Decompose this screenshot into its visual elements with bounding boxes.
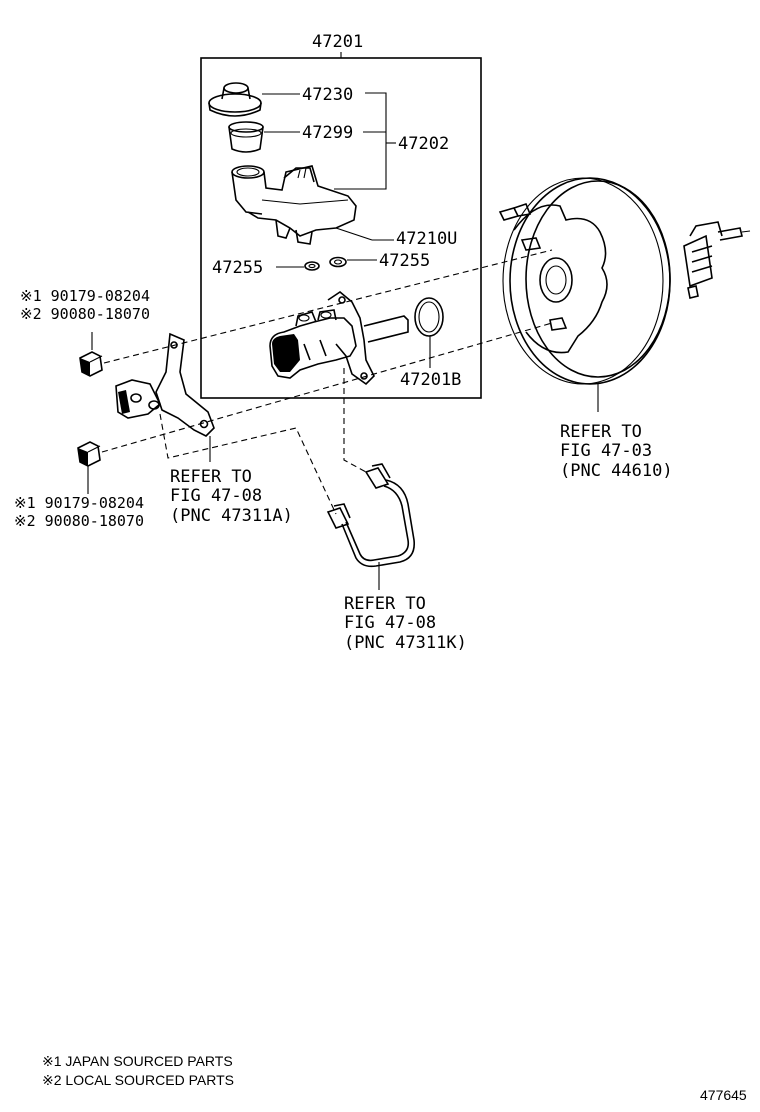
label-grommet[interactable]: 47210U xyxy=(396,229,457,249)
label-reservoir-cap[interactable]: 47230 xyxy=(302,85,353,105)
grommet-leader xyxy=(335,227,373,241)
label-nut-right[interactable]: 47255 xyxy=(379,251,430,271)
tube-alignment xyxy=(343,368,367,473)
nut-icon[interactable] xyxy=(329,256,347,268)
note-japan-sourced: ※1 JAPAN SOURCED PARTS xyxy=(42,1053,233,1069)
figure-number: 477645 xyxy=(700,1087,747,1103)
lower-fastener-line1[interactable]: ※1 90179-08204 xyxy=(14,494,144,512)
ref-tube-line1[interactable]: REFER TO xyxy=(344,594,426,614)
ref-tube-line3[interactable]: (PNC 47311K) xyxy=(344,633,467,653)
label-gasket[interactable]: 47201B xyxy=(400,370,461,390)
nut-icon[interactable] xyxy=(304,261,320,271)
label-reservoir-set[interactable]: 47202 xyxy=(398,134,449,154)
stud-alignment-upper xyxy=(103,249,553,364)
ref-bracket-line1[interactable]: REFER TO xyxy=(170,467,252,487)
ref-tube-line2[interactable]: FIG 47-08 xyxy=(344,613,436,633)
nut-icon[interactable] xyxy=(77,441,101,467)
strainer-icon[interactable] xyxy=(228,121,264,153)
reservoir-tank-icon[interactable] xyxy=(231,165,357,245)
label-nut-left[interactable]: 47255 xyxy=(212,258,263,278)
reservoir-set-bracket xyxy=(334,92,387,190)
gasket-ring-icon[interactable] xyxy=(414,297,444,337)
bracket-icon[interactable] xyxy=(115,332,215,437)
ref-booster-line2[interactable]: FIG 47-03 xyxy=(560,441,652,461)
nut-icon[interactable] xyxy=(79,351,103,377)
note-local-sourced: ※2 LOCAL SOURCED PARTS xyxy=(42,1072,234,1088)
bracket-alignment xyxy=(159,413,337,515)
ref-bracket-line2[interactable]: FIG 47-08 xyxy=(170,486,262,506)
brake-master-cylinder-icon[interactable] xyxy=(269,291,409,386)
reservoir-cap-icon[interactable] xyxy=(208,82,262,117)
label-strainer[interactable]: 47299 xyxy=(302,123,353,143)
brake-booster-icon[interactable] xyxy=(498,177,751,385)
assembly-frame xyxy=(200,57,482,399)
brake-tube-icon[interactable] xyxy=(326,463,416,568)
ref-booster-line1[interactable]: REFER TO xyxy=(560,422,642,442)
ref-booster-line3[interactable]: (PNC 44610) xyxy=(560,461,673,481)
label-assembly[interactable]: 47201 xyxy=(312,32,363,52)
lower-fastener-line2[interactable]: ※2 90080-18070 xyxy=(14,512,144,530)
stud-alignment-lower xyxy=(101,322,553,453)
ref-bracket-line3[interactable]: (PNC 47311A) xyxy=(170,506,293,526)
upper-fastener-line2[interactable]: ※2 90080-18070 xyxy=(20,305,150,323)
upper-fastener-line1[interactable]: ※1 90179-08204 xyxy=(20,287,150,305)
